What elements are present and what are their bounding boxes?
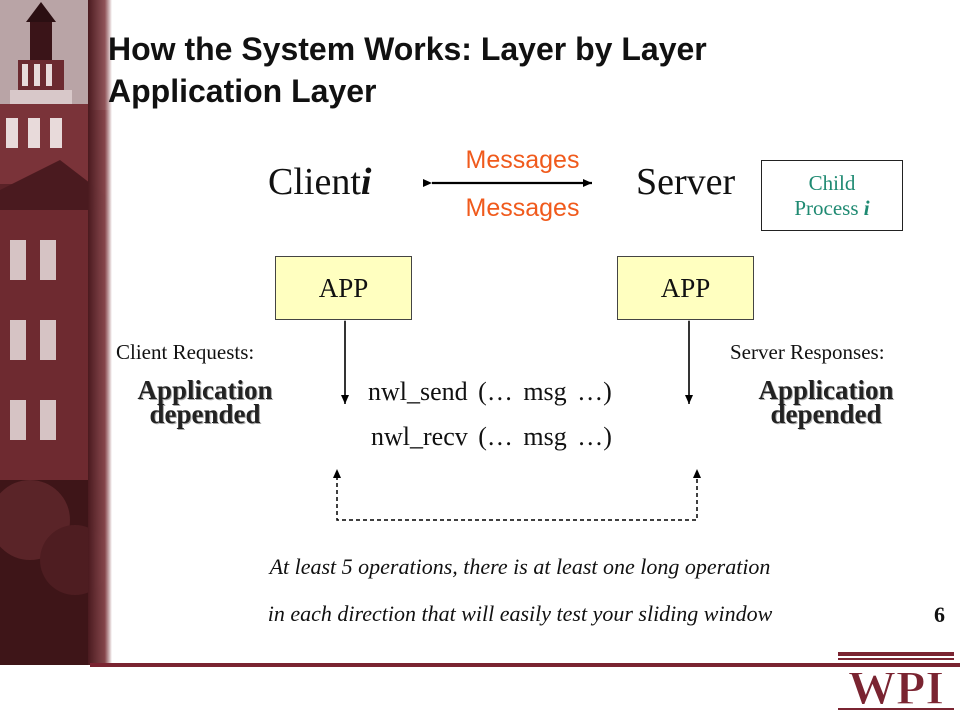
app-box-server: APP (617, 256, 754, 320)
client-index: i (360, 161, 372, 203)
child-process-line-1: Child (808, 171, 856, 195)
footer-divider (90, 663, 960, 667)
note-line-1: At least 5 operations, there is at least… (269, 554, 771, 579)
client-label: Clienti (268, 161, 372, 203)
server-label: Server (636, 161, 736, 203)
dashed-connector (336, 476, 698, 521)
client-application-depended: Application depended (137, 375, 273, 429)
slide-title: How the System Works: Layer by Layer App… (108, 28, 928, 112)
note-line-2: in each direction that will easily test … (267, 601, 773, 626)
wpi-logo: WPI (836, 648, 956, 716)
app-box-client: APP (275, 256, 412, 320)
server-application-depended: Application depended (758, 375, 894, 429)
nwl-send-call: nwl_send (… msg …) (368, 377, 612, 406)
building-image (0, 0, 112, 665)
dashed-arrowhead-left (333, 469, 341, 478)
title-line-2: Application Layer (108, 73, 377, 109)
dashed-arrowhead-right (693, 469, 701, 478)
child-process-line-2: Process i (794, 196, 870, 220)
child-process-box: Child Process i (761, 160, 903, 231)
messages-label-bottom: Messages (465, 194, 580, 222)
title-line-1: How the System Works: Layer by Layer (108, 31, 707, 67)
client-requests-label: Client Requests: (116, 340, 255, 364)
nwl-recv-call: nwl_recv (… msg …) (371, 422, 612, 451)
server-responses-label: Server Responses: (730, 340, 885, 364)
page-number: 6 (934, 602, 945, 627)
svg-text:WPI: WPI (848, 662, 944, 714)
messages-label-top: Messages (465, 146, 580, 174)
